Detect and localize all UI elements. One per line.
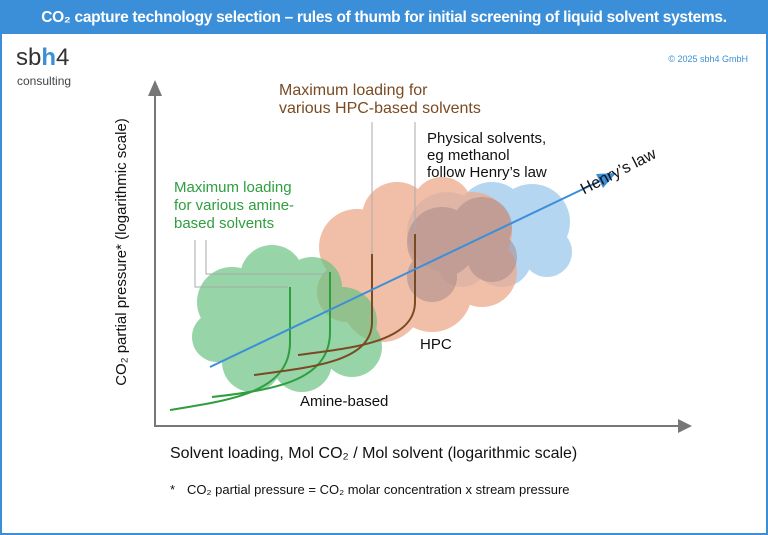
x-axis-arrow — [678, 419, 692, 433]
leader-lines — [194, 122, 416, 288]
amine-curve-1 — [169, 287, 291, 411]
axes — [148, 80, 692, 433]
henry-arrowhead — [596, 173, 616, 188]
henry-line — [209, 173, 616, 368]
hpc-note: Maximum loading for various HPC-based so… — [279, 82, 481, 118]
physical-overlap-cloud — [407, 197, 517, 302]
amine-curves — [169, 272, 331, 411]
logo-prefix: sb — [16, 44, 42, 71]
physical-note-line: Physical solvents, — [427, 130, 547, 147]
hpc-label: HPC — [420, 336, 452, 353]
header-title: CO₂ capture technology selection – rules… — [2, 2, 766, 34]
footnote: CO₂ partial pressure = CO₂ molar concent… — [187, 482, 570, 497]
footnote-star: * — [170, 482, 176, 497]
physical-note: Physical solvents, eg methanol follow He… — [427, 130, 547, 181]
amine-note-line: for various amine- — [174, 197, 295, 214]
physical-note-line: eg methanol — [427, 147, 510, 164]
physical-note-line: follow Henry’s law — [427, 164, 547, 181]
logo: sbh4 — [16, 46, 69, 70]
amine-note: Maximum loading for various amine- based… — [174, 179, 294, 233]
amine-label: Amine-based — [300, 393, 389, 410]
logo-suffix: 4 — [56, 44, 70, 71]
hpc-curve-2 — [297, 234, 416, 356]
y-axis-arrow — [148, 80, 162, 96]
hpc-curve-1 — [253, 254, 373, 376]
copyright: © 2025 sbh4 GmbH — [668, 54, 748, 64]
amine-note-line: based solvents — [174, 215, 275, 232]
y-axis-label: CO₂ partial pressure* (logarithmic scale… — [113, 118, 130, 386]
x-axis-label: Solvent loading, Mol CO₂ / Mol solvent (… — [170, 445, 578, 462]
hpc-note-line: Maximum loading for — [279, 82, 428, 99]
logo-highlight: h — [41, 44, 57, 71]
logo-subtitle: consulting — [17, 74, 72, 88]
hpc-note-line: various HPC-based solvents — [279, 100, 481, 117]
amine-curve-2 — [211, 272, 331, 398]
hpc-curves — [253, 234, 416, 376]
amine-note-line: Maximum loading — [174, 179, 292, 196]
